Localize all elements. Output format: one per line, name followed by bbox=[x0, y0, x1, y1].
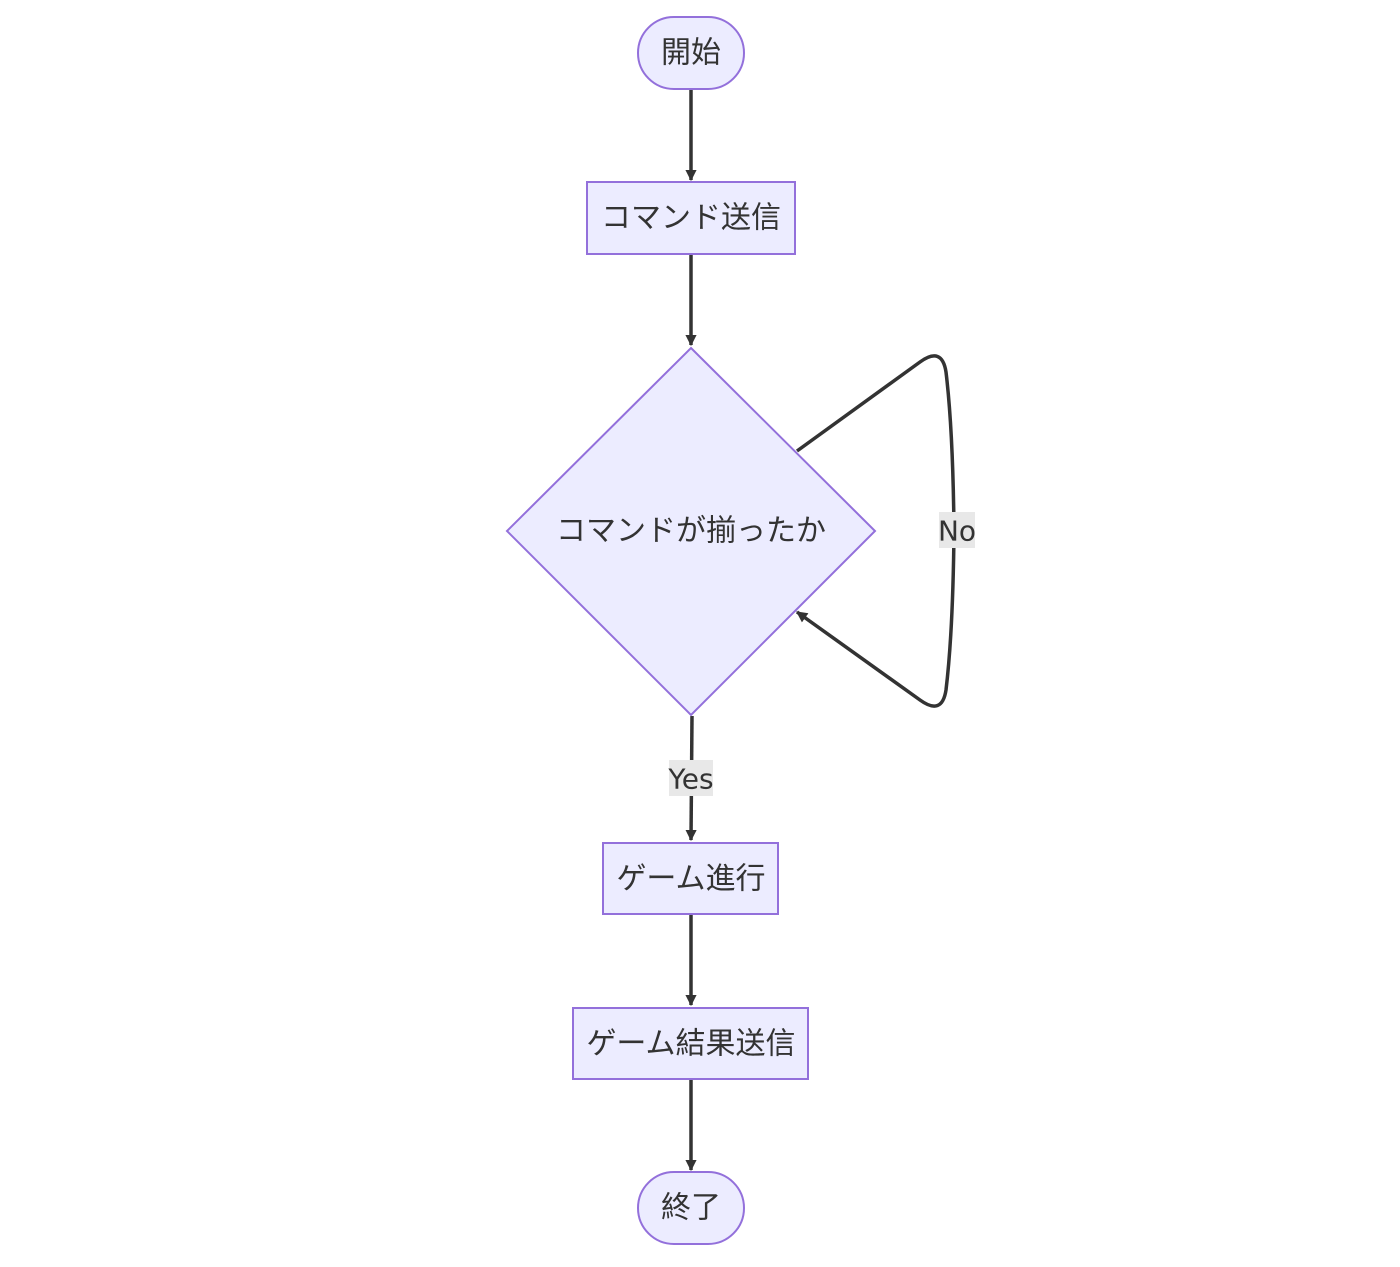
node-game-progress-label: ゲーム進行 bbox=[616, 862, 765, 897]
node-end: 終了 bbox=[637, 1171, 745, 1245]
node-send-command-shape bbox=[586, 181, 796, 255]
node-send-result-label: ゲーム結果送信 bbox=[586, 1027, 795, 1062]
node-end-label: 終了 bbox=[661, 1191, 721, 1226]
node-send-command-label: コマンド送信 bbox=[601, 201, 781, 236]
node-start: 開始 bbox=[637, 16, 745, 90]
node-check-commands-shape bbox=[505, 346, 877, 717]
edge-label-yes: Yes bbox=[667, 763, 713, 796]
node-send-result-shape bbox=[572, 1007, 809, 1080]
node-game-progress: ゲーム進行 bbox=[602, 842, 779, 915]
edge-label-no-bg bbox=[939, 512, 975, 548]
edge-labels: No Yes bbox=[667, 512, 976, 796]
node-check-commands-label: コマンドが揃ったか bbox=[556, 514, 826, 549]
node-game-progress-shape bbox=[602, 842, 779, 915]
edge-label-no: No bbox=[938, 515, 976, 548]
nodes: 開始 コマンド送信 コマンドが揃ったか ゲーム進行 ゲーム結果送信 終了 bbox=[505, 16, 877, 1245]
node-end-shape bbox=[637, 1171, 745, 1245]
node-send-result: ゲーム結果送信 bbox=[572, 1007, 809, 1080]
edge-label-yes-bg bbox=[669, 760, 713, 796]
node-send-command: コマンド送信 bbox=[586, 181, 796, 255]
node-check-commands: コマンドが揃ったか bbox=[505, 346, 877, 717]
node-start-shape bbox=[637, 16, 745, 90]
node-start-label: 開始 bbox=[661, 36, 721, 71]
